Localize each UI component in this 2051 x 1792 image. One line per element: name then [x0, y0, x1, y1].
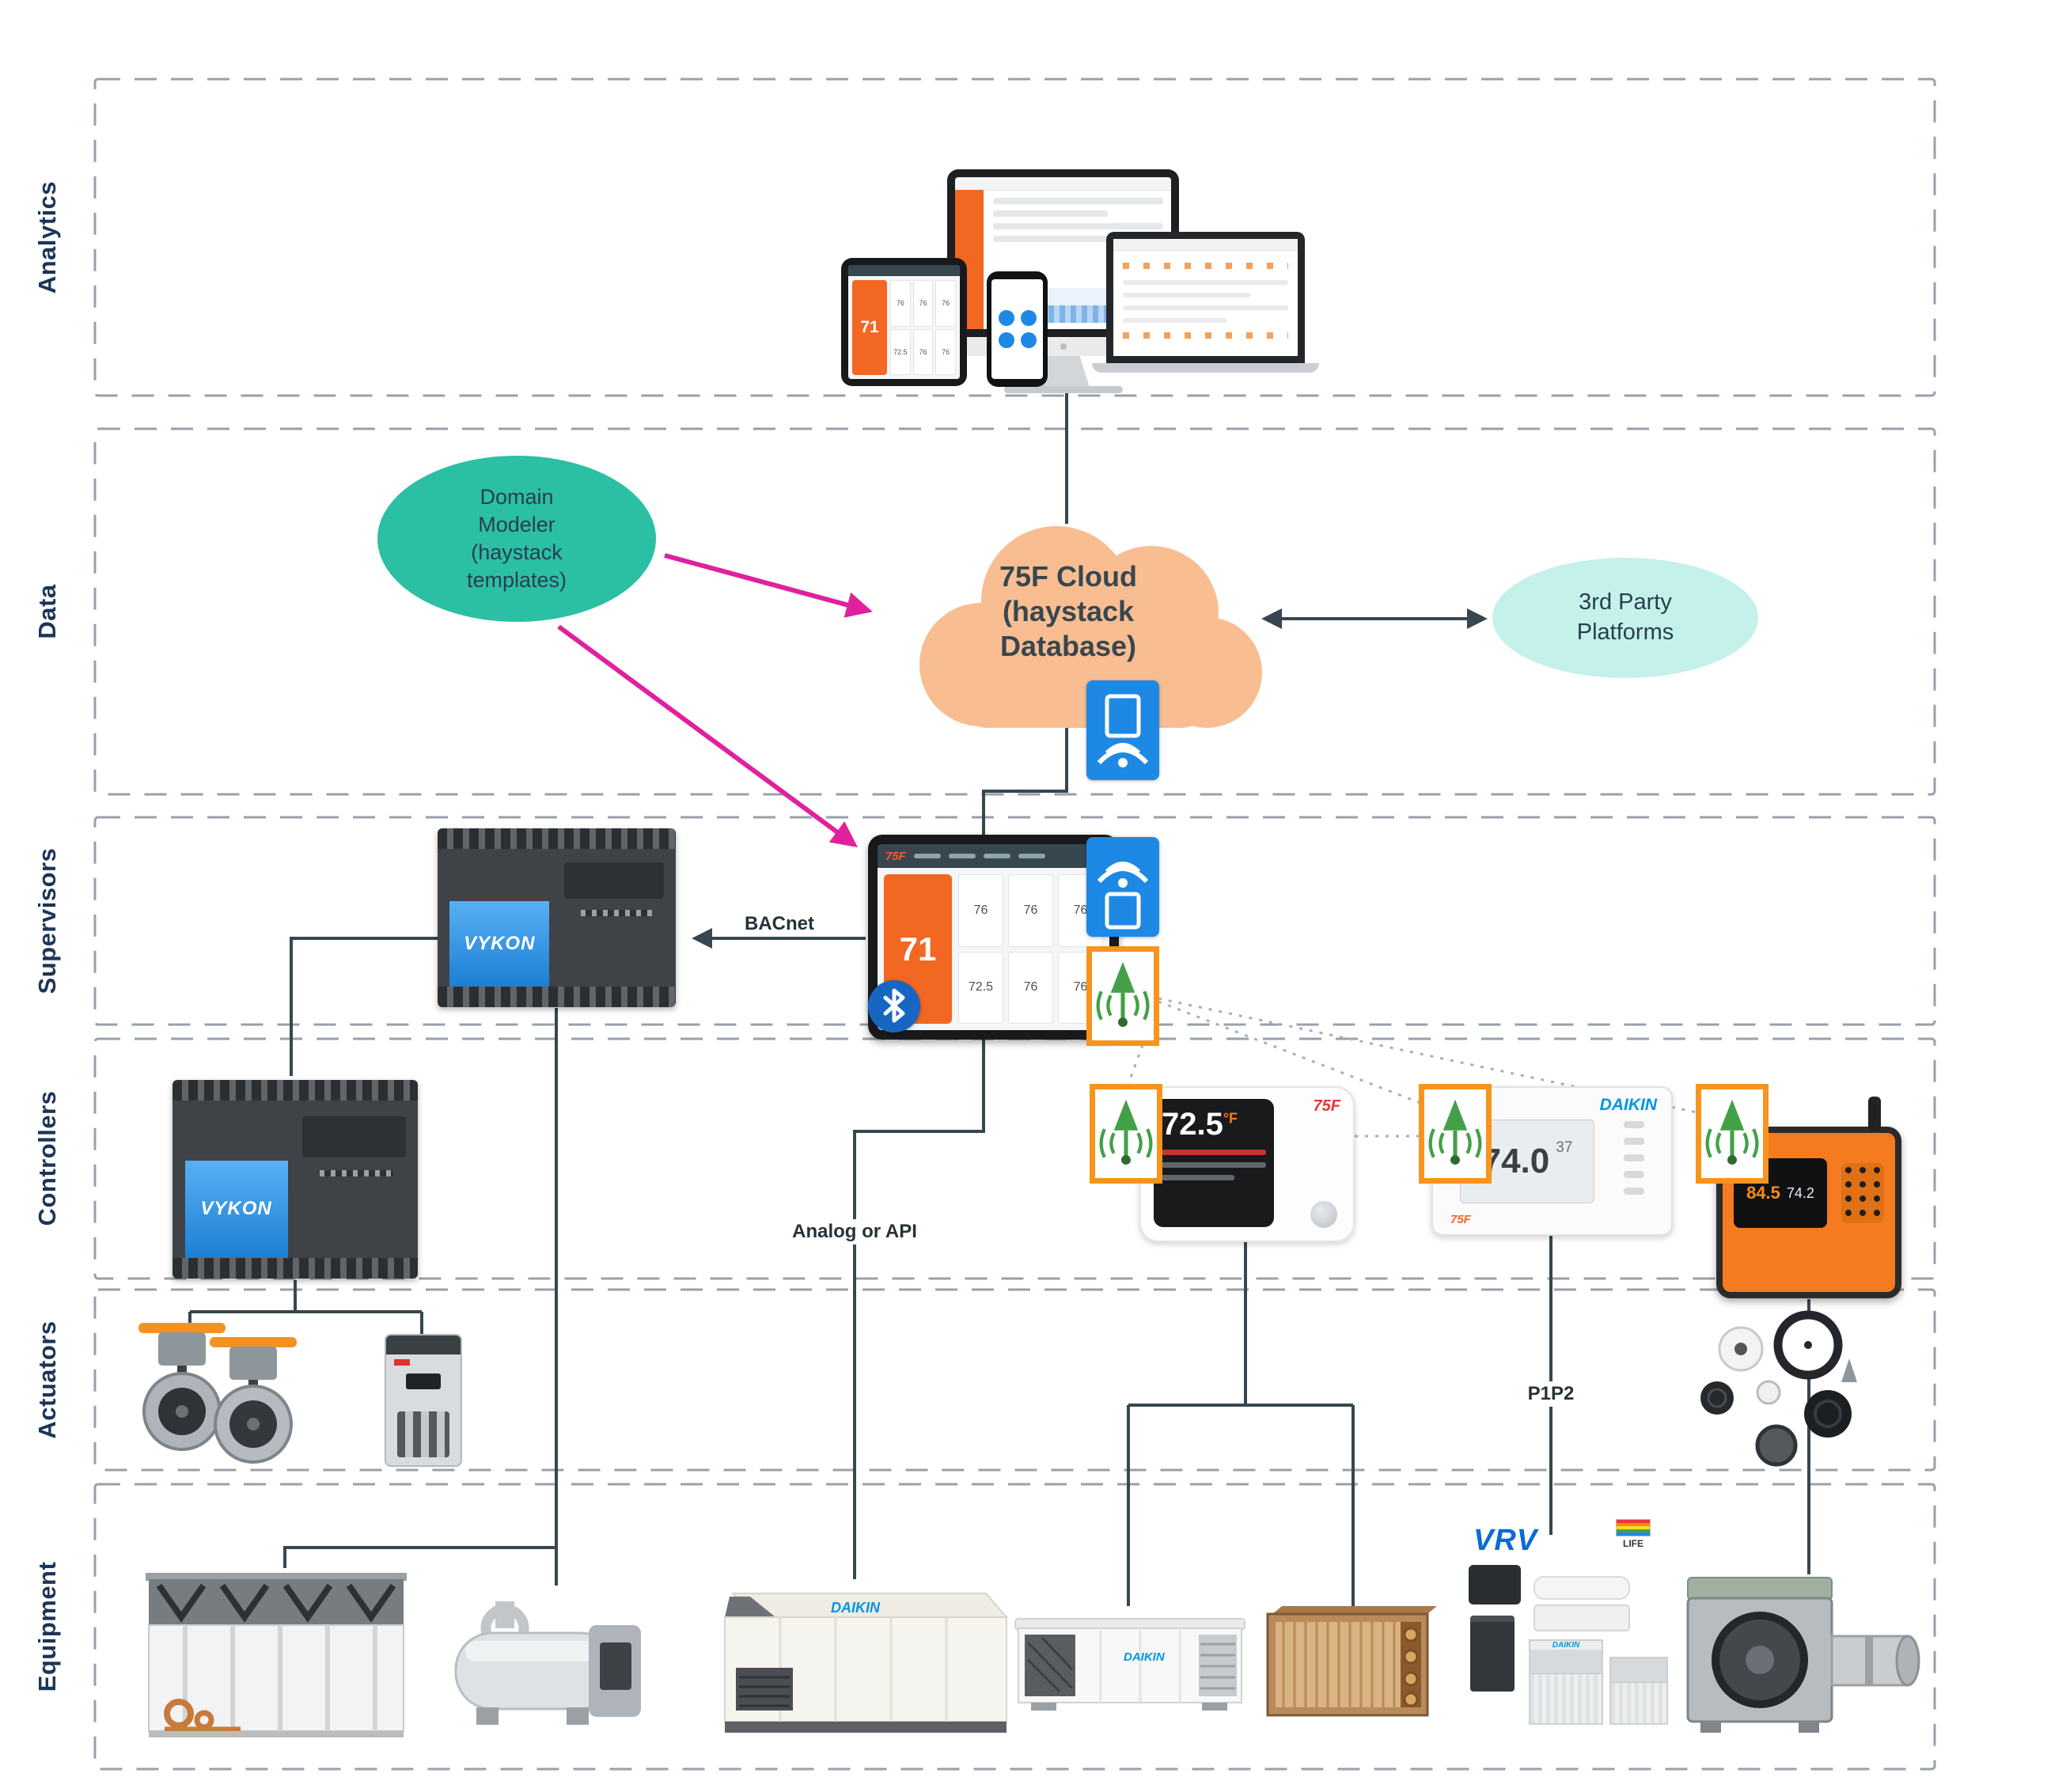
bluetooth-icon: [868, 980, 920, 1032]
vrv-wall-split: [1534, 1576, 1630, 1600]
butterfly-valves: [138, 1323, 297, 1464]
75f-thermostat: 72.5°F 75F: [1139, 1086, 1355, 1242]
cloud-node: 75F Cloud (haystack Database): [870, 510, 1266, 748]
gateway-antenna: [1868, 1097, 1881, 1131]
vrv-vertical-ahu: [1470, 1616, 1515, 1692]
daikin-logo: DAIKIN: [1599, 1096, 1657, 1114]
vykon-logo: VYKON: [464, 933, 536, 955]
vrv-outdoor-unit: DAIKIN: [1529, 1639, 1603, 1725]
antenna-icon-supervisor: [1086, 946, 1159, 1046]
phone-dashboard: [987, 271, 1048, 387]
haystack-template-arrows: [557, 553, 873, 847]
vrv-duct-unit: [1469, 1565, 1521, 1604]
third-party-node: 3rd Party Platforms: [1492, 558, 1758, 678]
cloud-label: 75F Cloud (haystack Database): [999, 560, 1137, 662]
domain-modeler-node: Domain Modeler (haystack templates): [377, 456, 656, 622]
vrv-ducted-unit: [1534, 1604, 1630, 1631]
daikin-rooftop-unit: [1014, 1618, 1245, 1711]
vfd-drive: [385, 1334, 462, 1467]
bacnet-label: BACnet: [738, 911, 821, 937]
antenna-icon-gateway: [1696, 1084, 1769, 1184]
p1p2-label: P1P2: [1521, 1381, 1581, 1407]
air-cooled-chiller: [146, 1573, 407, 1737]
vfd-display: [406, 1373, 441, 1389]
vrv-logo: VRV: [1473, 1524, 1538, 1557]
daikin-logo: DAIKIN: [1124, 1650, 1165, 1664]
wifi-document-icon: [1086, 837, 1159, 937]
vfd-brand-mark: [394, 1359, 410, 1366]
vykon-logo: VYKON: [200, 1198, 272, 1220]
tablet-main-temp: 71: [852, 280, 887, 375]
wireless-gateway: 84.5 74.2: [1716, 1097, 1901, 1298]
antenna-icon-daikin: [1419, 1084, 1492, 1184]
daikin-ahu: [724, 1593, 1009, 1733]
layer-label-equipment: Equipment: [33, 1561, 61, 1692]
layer-label-data: Data: [33, 584, 61, 639]
layer-label-analytics: Analytics: [33, 180, 61, 294]
thermostat-knob: [1310, 1201, 1337, 1228]
layer-label-supervisors: Supervisors: [33, 847, 61, 995]
tablet-dashboard: 71 76 76 76 72.5 76 76: [841, 258, 967, 386]
75f-logo: 75F: [1450, 1213, 1471, 1226]
layer-label-controllers: Controllers: [33, 1090, 61, 1226]
gateway-speaker: [1841, 1163, 1884, 1223]
water-cooled-chiller: [454, 1601, 641, 1725]
vykon-supervisor: VYKON: [438, 828, 676, 1007]
cloud-sync-icon: [1086, 680, 1159, 780]
thermostat-screen: 72.5°F: [1154, 1099, 1274, 1227]
75f-logo: 75F: [1313, 1097, 1340, 1115]
antenna-icon-thermostat: [1090, 1084, 1162, 1184]
daikin-logo: DAIKIN: [831, 1600, 880, 1616]
vrv-outdoor-unit-small: [1609, 1657, 1668, 1725]
analog-api-label: Analog or API: [786, 1219, 923, 1245]
vykon-controller: VYKON: [172, 1080, 418, 1279]
75f-logo: 75F: [885, 849, 906, 863]
laptop-dashboard: [1092, 232, 1319, 373]
wireless-sensors: [1700, 1310, 1857, 1467]
heating-coil: [1266, 1606, 1437, 1717]
connector-lines: [188, 372, 1810, 1606]
inline-fan: [1686, 1577, 1920, 1733]
layer-label-actuators: Actuators: [33, 1320, 61, 1439]
life-logo: LIFE: [1616, 1519, 1651, 1551]
